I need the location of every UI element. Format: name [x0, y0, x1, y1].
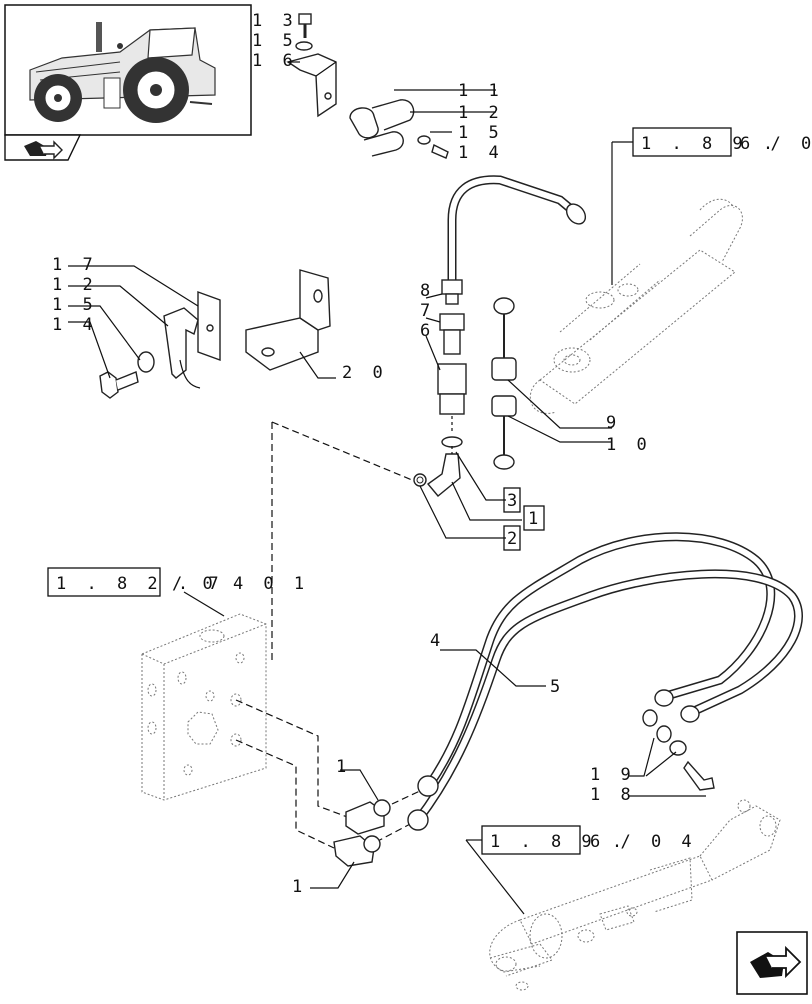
- callout-6: 6: [420, 321, 435, 341]
- reference-6-02-label: 6 / 0 2: [740, 134, 812, 154]
- valve-block: [141, 613, 267, 801]
- callout-13: 1 3: [252, 11, 298, 31]
- callout-20: 2 0: [342, 363, 388, 383]
- callout-18: 1 8: [590, 785, 636, 805]
- hose-assembly-top: [413, 175, 587, 497]
- callout-11: 1 1: [458, 81, 504, 101]
- callout-14: 1 4: [458, 143, 504, 163]
- callout-9: 9: [606, 413, 621, 433]
- next-page-arrow-icon[interactable]: [736, 931, 808, 995]
- bracket-assembly-top: [286, 13, 449, 159]
- callout-8: 8: [420, 281, 435, 301]
- callout-4: 4: [430, 631, 445, 651]
- callout-17: 1 7: [52, 255, 98, 275]
- tractor-thumbnail-icon[interactable]: [4, 4, 252, 136]
- callout-5: 5: [550, 677, 565, 697]
- callout-19: 1 9: [590, 765, 636, 785]
- reference-04-01-label: / 0 4 0 1: [172, 574, 309, 594]
- callout-10: 1 0: [606, 435, 652, 455]
- callout-15: 1 5: [252, 31, 298, 51]
- callout-3: 3: [507, 491, 522, 511]
- bracket-assembly-left: [99, 269, 331, 399]
- hydraulic-cylinder-bottom: [489, 799, 781, 991]
- callout-16: 1 6: [252, 51, 298, 71]
- callout-7: 7: [420, 301, 435, 321]
- reference-1-82-7-label: 1 . 8 2 . 7: [56, 574, 224, 594]
- callout-1: 1: [336, 757, 351, 777]
- reference-1-89-label: 1 . 8 9 .: [641, 134, 778, 154]
- elbow-fittings: [333, 799, 391, 867]
- reference-6-04-label: 6 / 0 4: [590, 832, 697, 852]
- callout-1-box: [523, 505, 545, 531]
- dust-caps: [491, 297, 517, 470]
- callout-12: 1 2: [458, 103, 504, 123]
- callout-12: 1 2: [52, 275, 98, 295]
- page-nav-arrow-icon[interactable]: [4, 134, 82, 161]
- callout-14: 1 4: [52, 315, 98, 335]
- hydraulic-hoses-4-5: [407, 532, 803, 831]
- callout-1: 1: [292, 877, 307, 897]
- callout-15: 1 5: [52, 295, 98, 315]
- callout-1-boxed: 1: [528, 509, 543, 529]
- callout-2: 2: [507, 529, 522, 549]
- hydraulic-cylinder-top: [529, 198, 743, 414]
- callout-15: 1 5: [458, 123, 504, 143]
- reference-box-1-82-7[interactable]: [47, 567, 161, 597]
- reference-1-89-label: 1 . 8 9 .: [490, 832, 627, 852]
